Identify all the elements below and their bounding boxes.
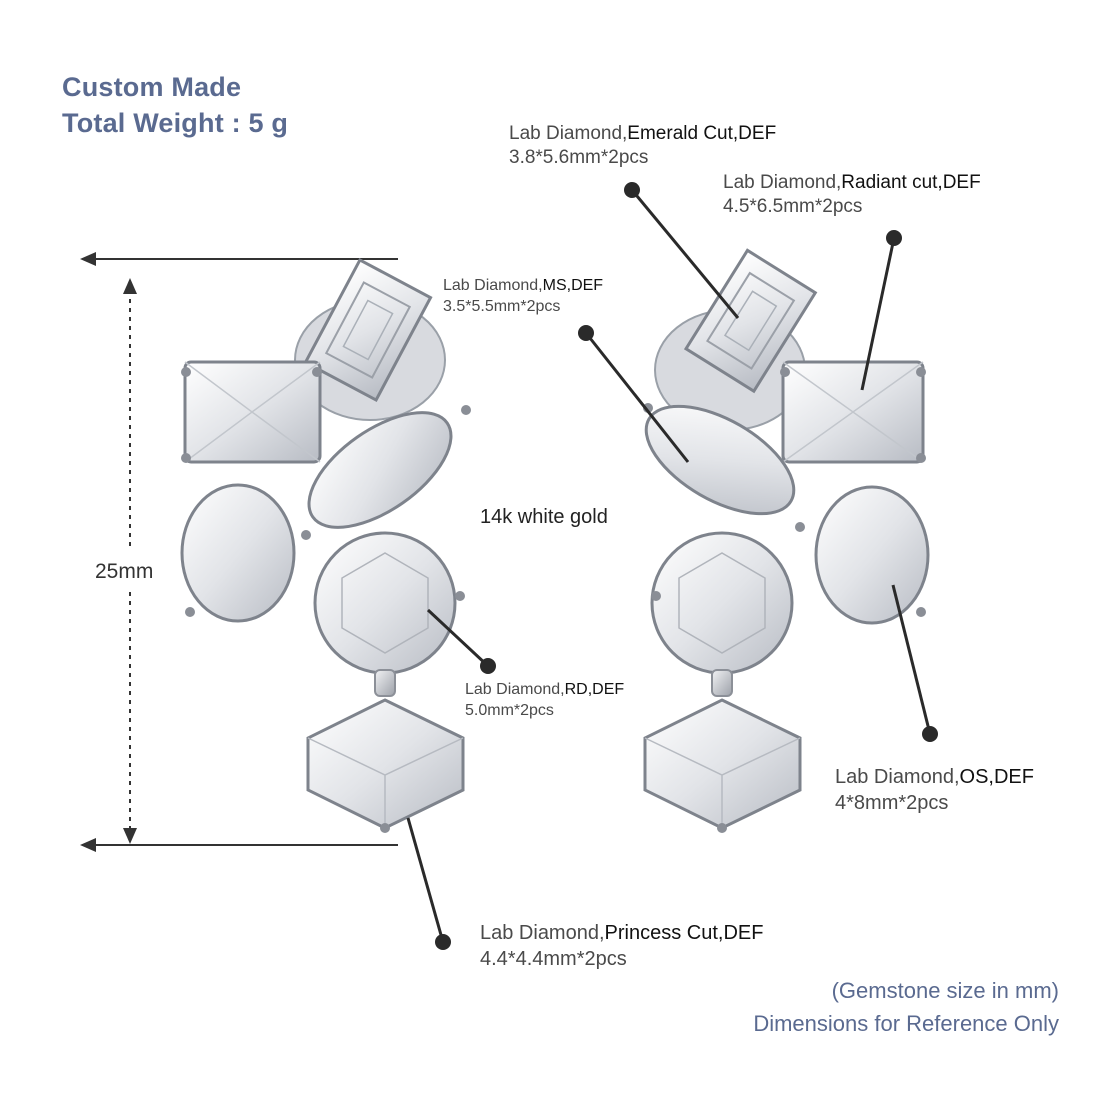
- oval-size: 4*8mm*2pcs: [835, 792, 949, 814]
- princess-stone-label: Lab Diamond,Princess Cut,DEF 4.4*4.4mm*2…: [480, 920, 763, 972]
- emerald-prefix: Lab Diamond,: [509, 123, 628, 144]
- emerald-stone-label: Lab Diamond,Emerald Cut,DEF 3.8*5.6mm*2p…: [509, 122, 776, 170]
- round-cut: RD,DEF: [564, 681, 625, 698]
- right-earring: [643, 248, 930, 833]
- oval-prefix: Lab Diamond,: [835, 766, 960, 788]
- marquise-cut: MS,DEF: [542, 277, 604, 294]
- height-dimension-label: 25mm: [95, 558, 154, 586]
- leader-lines: [406, 182, 938, 950]
- round-prefix: Lab Diamond,: [465, 681, 565, 698]
- emerald-cut: Emerald Cut,DEF: [627, 123, 777, 144]
- footnote-reference-only: Dimensions for Reference Only: [753, 1011, 1059, 1036]
- radiant-prefix: Lab Diamond,: [723, 172, 842, 193]
- radiant-size: 4.5*6.5mm*2pcs: [723, 196, 863, 217]
- dimension-indicator: [80, 252, 398, 852]
- oval-stone-label: Lab Diamond,OS,DEF 4*8mm*2pcs: [835, 764, 1034, 816]
- emerald-size: 3.8*5.6mm*2pcs: [509, 147, 649, 168]
- princess-cut: Princess Cut,DEF: [604, 922, 764, 944]
- marquise-size: 3.5*5.5mm*2pcs: [443, 298, 561, 315]
- marquise-prefix: Lab Diamond,: [443, 277, 543, 294]
- header-total-weight: Total Weight : 5 g: [62, 108, 289, 138]
- left-earring: [180, 257, 471, 833]
- princess-prefix: Lab Diamond,: [480, 922, 605, 944]
- marquise-stone-label: Lab Diamond,MS,DEF 3.5*5.5mm*2pcs: [443, 275, 603, 317]
- header-custom-made: Custom Made: [62, 72, 242, 102]
- footnote-gemstone-size: (Gemstone size in mm): [831, 978, 1059, 1003]
- round-size: 5.0mm*2pcs: [465, 702, 554, 719]
- oval-cut: OS,DEF: [959, 766, 1034, 788]
- princess-size: 4.4*4.4mm*2pcs: [480, 948, 627, 970]
- radiant-cut: Radiant cut,DEF: [841, 172, 981, 193]
- round-stone-label: Lab Diamond,RD,DEF 5.0mm*2pcs: [465, 679, 624, 721]
- radiant-stone-label: Lab Diamond,Radiant cut,DEF 4.5*6.5mm*2p…: [723, 171, 981, 219]
- metal-label: 14k white gold: [480, 506, 608, 528]
